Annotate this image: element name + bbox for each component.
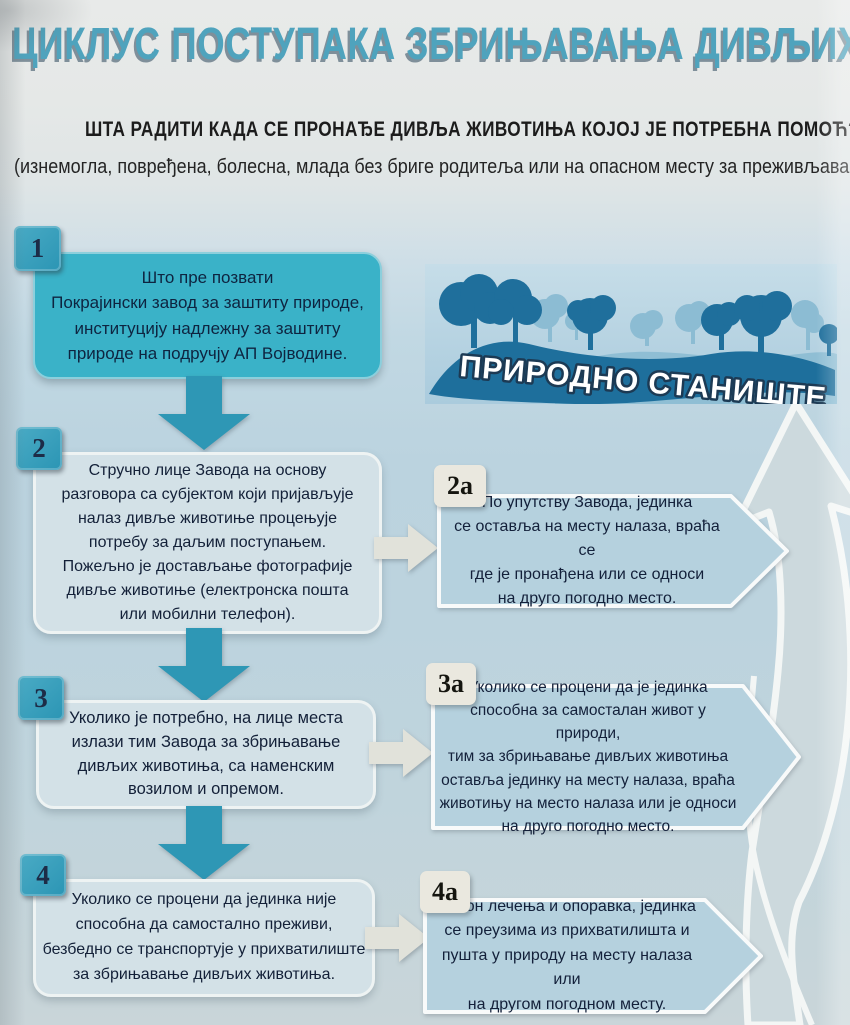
right-arrow-icon [365, 914, 429, 962]
dark-hill-shape [429, 341, 835, 404]
down-arrow-icon [158, 628, 250, 702]
question-row: ШТА РАДИТИ КАДА СЕ ПРОНАЂЕ ДИВЉА ЖИВОТИЊ… [0, 118, 850, 142]
branch-text-4a: Након лечења и опоравка, јединка се преу… [438, 897, 696, 1013]
branch-text-3a: Уколико се процени да је јединка способн… [439, 678, 737, 836]
branch-label-4a: 4a [420, 871, 470, 913]
branch-label-2a: 2a [434, 465, 486, 507]
branch-3a: Уколико се процени да је јединка способн… [431, 678, 801, 836]
branch-arrow-icon [437, 494, 789, 608]
step-number-3: 3 [18, 676, 64, 720]
step-box-1: Што пре позвати Покрајински завод за заш… [33, 252, 382, 379]
habitat-illustration: ПРИРОДНО СТАНИШТЕ [425, 264, 837, 404]
step-number-1: 1 [14, 226, 61, 271]
step-number-4: 4 [20, 854, 66, 896]
poster-title: ЦИКЛУС ПОСТУПАКА ЗБРИЊАВАЊА ДИВЉИХ ЖИВОТ… [12, 18, 850, 69]
branch-4a: Након лечења и опоравка, јединка се преу… [423, 896, 763, 1016]
right-arrow-icon [369, 729, 433, 777]
step-number-2: 2 [16, 427, 62, 470]
branch-arrow-icon [423, 898, 763, 1014]
right-arrow-icon [374, 524, 438, 572]
branch-arrow-icon [431, 684, 801, 830]
down-arrow-icon [158, 376, 250, 450]
step-box-3: Уколико је потребно, на лице места излаз… [36, 700, 376, 809]
branch-text-2a: По упутству Завода, јединка се оставља н… [454, 494, 720, 607]
step-box-2: Стручно лице Завода на основу разговора … [33, 452, 382, 634]
poster-question-note: (изнемогла, повређена, болесна, млада бе… [14, 156, 850, 178]
down-arrow-icon [158, 806, 250, 880]
step-box-4: Уколико се процени да јединка није спосо… [33, 879, 375, 997]
branch-2a: По упутству Завода, јединка се оставља н… [437, 492, 789, 610]
branch-label-3a: 3a [426, 663, 476, 705]
dark-trees-icon [439, 274, 837, 356]
cycle-arrow-body [732, 399, 850, 1025]
poster-question: ШТА РАДИТИ КАДА СЕ ПРОНАЂЕ ДИВЉА ЖИВОТИЊ… [84, 118, 850, 141]
